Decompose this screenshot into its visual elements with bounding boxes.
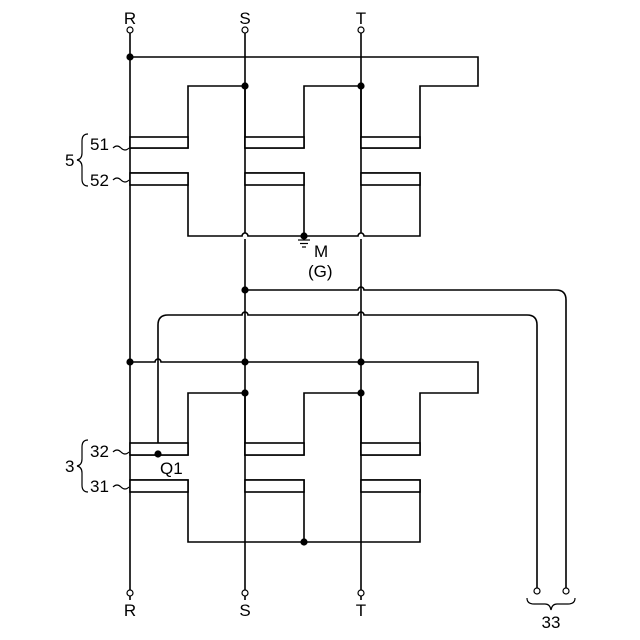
wire-s-to-33 [245,287,566,588]
label-q1: Q1 [160,459,183,478]
labels: R S T R S T 5 51 52 3 32 31 M (G) Q1 33 [65,9,560,632]
board-31-block-t [361,480,420,492]
label-unit-5: 5 [65,151,74,170]
board-31-block-s [245,480,304,492]
terminal-33-a [534,588,540,594]
junction-dot [126,53,133,60]
label-board-51: 51 [90,135,109,154]
board-51-block-s [245,137,304,148]
label-board-32: 32 [90,442,109,461]
junction-dot [241,82,248,89]
junction-dot [241,286,248,293]
terminals [127,27,569,596]
terminal-s-bottom [242,590,248,596]
label-ground-g: (G) [308,262,333,281]
leader-32 [113,450,129,454]
board-52-block-t [361,173,420,185]
label-top-t: T [356,9,366,28]
junction-dot [357,389,364,396]
junction-dot [357,82,364,89]
label-ground-m: M [314,242,328,261]
label-bottom-r: R [124,601,136,620]
output-33-wires [158,287,566,588]
junction-dot [357,358,364,365]
unit-5 [130,57,478,247]
board-32-block-t [361,443,420,455]
label-board-52: 52 [90,171,109,190]
board-31-block-r [130,480,188,492]
brace-5 [77,134,88,186]
junction-dot [241,358,248,365]
terminal-r-bottom [127,590,133,596]
leader-31 [113,485,129,489]
board-52-block-r [130,173,188,185]
board-52-block-s [245,173,304,185]
junction-dot [300,232,307,239]
leaders [77,134,575,610]
label-output-33: 33 [542,613,561,632]
label-bottom-t: T [356,601,366,620]
label-unit-3: 3 [65,457,74,476]
board-51-outline [130,57,478,148]
label-top-r: R [124,9,136,28]
junction-dot [126,358,133,365]
terminal-t-bottom [358,590,364,596]
board-51-block-r [130,137,188,148]
board-51-block-t [361,137,420,148]
board-32-outline [130,359,478,455]
unit-3 [130,359,478,542]
leader-51 [113,146,129,150]
junction-dot [300,538,307,545]
board-32-block-s [245,443,304,455]
brace-3 [77,440,88,492]
label-board-31: 31 [90,477,109,496]
label-bottom-s: S [239,601,250,620]
junction-dot-q1 [154,450,161,457]
terminal-33-b [563,588,569,594]
brace-33 [527,598,575,610]
leader-52 [113,178,129,182]
label-top-s: S [239,9,250,28]
wire-q1-to-33 [158,312,537,588]
junction-dot [241,389,248,396]
